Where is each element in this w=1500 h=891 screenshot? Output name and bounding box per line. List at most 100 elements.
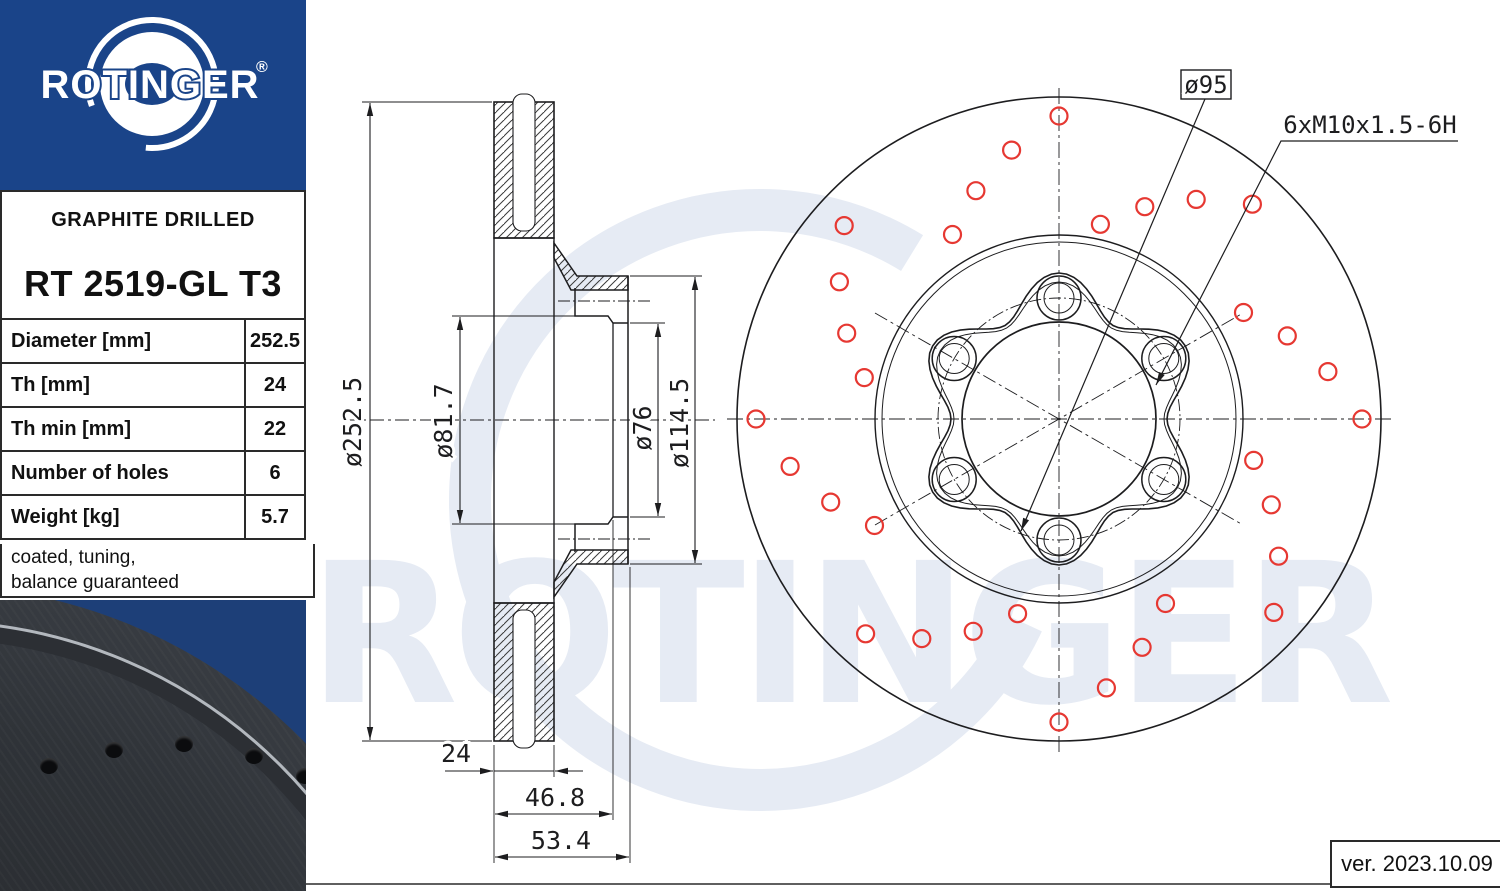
- drilled-hole: [1352, 409, 1372, 429]
- spec-label: Diameter [mm]: [2, 320, 246, 362]
- version-stamp: ver. 2023.10.09: [1330, 840, 1500, 888]
- bolt-holes: [931, 275, 1187, 563]
- bolt-hole: [1141, 456, 1187, 503]
- spec-label: Weight [kg]: [2, 496, 246, 538]
- drilled-hole: [1261, 495, 1281, 515]
- drilled-hole: [1049, 106, 1069, 126]
- bolt-hole: [938, 343, 970, 374]
- drilled-holes-pattern: [746, 106, 1372, 732]
- drilled-hole: [1264, 602, 1284, 623]
- dim-flange-diameter: ø114.5: [665, 378, 694, 468]
- rotinger-watermark: ROTINGER: [308, 189, 1397, 811]
- drilled-hole: [1186, 189, 1206, 209]
- drilled-hole: [746, 409, 766, 429]
- drilled-hole: [864, 515, 885, 536]
- drilled-hole: [1132, 637, 1152, 657]
- drilled-hole: [1233, 302, 1254, 323]
- spec-value: 6: [269, 461, 281, 484]
- drilled-hole: [1135, 197, 1155, 217]
- bolt-hole: [1036, 275, 1082, 321]
- photo-drill-hole: [175, 736, 193, 752]
- drilled-hole: [1007, 604, 1028, 624]
- disc-outer-edge: [736, 96, 1382, 742]
- part-number: RT 2519-GL T3: [0, 249, 306, 320]
- brand-logo-block: ROTINGER ®: [0, 0, 306, 190]
- drilled-hole: [1244, 450, 1264, 470]
- hat-ring-inner: [881, 241, 1237, 597]
- bolt-hole: [931, 335, 977, 382]
- drilled-hole: [1242, 194, 1263, 214]
- left-panel: ROTINGER ® GRAPHITE DRILLED RT 2519-GL T…: [0, 0, 315, 891]
- logo-wordmark: ROTINGER: [40, 63, 259, 107]
- bolt-circle: [937, 297, 1181, 541]
- photo-drill-hole: [296, 768, 306, 784]
- drilled-hole: [834, 216, 854, 236]
- spec-row: Weight [kg] 5.7: [2, 496, 304, 538]
- drilled-hole: [837, 323, 857, 343]
- leader-lines: [1020, 69, 1458, 532]
- product-line-label: GRAPHITE DRILLED: [0, 190, 306, 251]
- photo-drill-hole: [245, 748, 263, 764]
- product-photo: [0, 600, 306, 891]
- hat-ring-outer: [874, 234, 1244, 604]
- drilled-hole: [821, 492, 841, 512]
- spec-row: Th [mm] 24: [2, 364, 304, 408]
- spec-row: Th min [mm] 22: [2, 408, 304, 452]
- logo-hub-icon: [125, 63, 179, 105]
- dim-outer-diameter: ø252.5: [338, 377, 367, 467]
- bolt-hole: [1148, 464, 1180, 495]
- photo-drill-hole: [105, 742, 123, 758]
- extension-lines: [362, 101, 702, 863]
- spec-label: Number of holes: [2, 452, 246, 494]
- spec-label: Th [mm]: [2, 364, 246, 406]
- drilled-hole: [1277, 326, 1297, 346]
- drilled-hole: [1096, 678, 1117, 698]
- bolt-hole: [931, 456, 977, 503]
- dim-hub-step-diameter: ø81.7: [429, 383, 458, 458]
- rotinger-logo: ROTINGER ®: [38, 17, 268, 151]
- dim-bolt-circle: ø95: [1184, 71, 1227, 99]
- bolt-hole: [1036, 517, 1082, 563]
- dim-thread-spec: 6xM10x1.5-6H: [1283, 111, 1456, 139]
- bolt-hole: [1043, 282, 1075, 314]
- spec-value: 5.7: [261, 505, 289, 528]
- logo-swoosh-icon: [85, 17, 220, 151]
- spec-row: Diameter [mm]252.5: [2, 320, 304, 364]
- spec-value: 22: [263, 417, 287, 440]
- watermark-swoosh-icon: [449, 189, 1071, 811]
- dim-offset-mounting: 46.8: [525, 783, 585, 812]
- drilled-hole: [963, 621, 983, 641]
- spec-label: Th min [mm]: [2, 408, 246, 450]
- watermark-text: ROTINGER: [308, 521, 1391, 748]
- drilled-hole: [966, 181, 986, 201]
- drilled-hole: [780, 456, 800, 476]
- drilled-hole: [1318, 362, 1338, 382]
- spec-value: 24: [263, 373, 287, 396]
- cross-section-view: [345, 93, 715, 863]
- drilled-hole: [1001, 140, 1022, 160]
- hub-flange-chamfer: [936, 281, 1182, 557]
- spec-value: 252.5: [249, 329, 301, 352]
- drilled-hole: [912, 628, 932, 649]
- registered-mark: ®: [256, 59, 268, 76]
- front-view: [727, 88, 1392, 755]
- drilled-hole: [942, 224, 963, 245]
- drilled-hole: [829, 272, 850, 292]
- note-line-1: coated, tuning,: [11, 547, 136, 568]
- drilled-hole: [854, 368, 874, 388]
- drilled-hole: [1049, 712, 1069, 732]
- bolt-hole: [1043, 524, 1075, 556]
- drilled-hole: [1090, 214, 1111, 234]
- spec-row: Number of holes 6: [2, 452, 304, 496]
- drilled-hole: [855, 624, 876, 644]
- dim-thickness: 24: [441, 739, 471, 768]
- dim-offset-total: 53.4: [531, 826, 591, 855]
- bolt-hole: [938, 464, 970, 495]
- dim-bore-diameter: ø76: [628, 405, 657, 450]
- drilled-hole: [1268, 546, 1289, 566]
- note-box: coated, tuning, balance guaranteed: [0, 544, 315, 598]
- note-line-2: balance guaranteed: [11, 572, 179, 593]
